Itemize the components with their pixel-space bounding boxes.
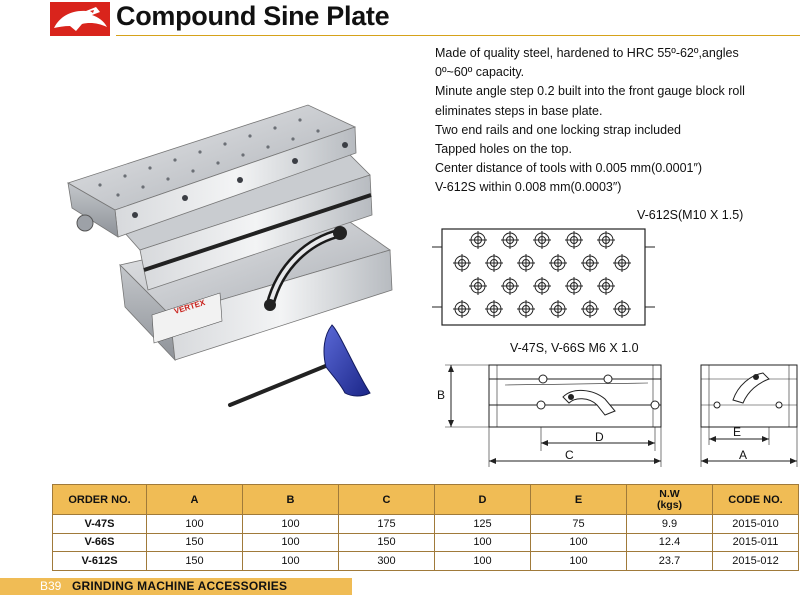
cell-nw: 12.4 xyxy=(626,532,713,552)
dim-a-label: A xyxy=(739,448,747,462)
cell-e: 75 xyxy=(530,514,627,534)
col-e: E xyxy=(530,484,627,515)
top-view-diagram xyxy=(432,228,655,326)
sine-plate-photo: VERTEX xyxy=(67,104,393,407)
product-description: Made of quality steel, hardened to HRC 5… xyxy=(435,44,797,198)
table-row: V-66S 150 100 150 100 100 12.4 2015-011 xyxy=(52,532,799,552)
cell-c: 300 xyxy=(338,551,435,571)
table-row: V-47S 100 100 175 125 75 9.9 2015-010 xyxy=(52,514,799,534)
page-title: Compound Sine Plate xyxy=(116,1,390,31)
dim-b-label: B xyxy=(437,388,445,402)
cell-order: V-47S xyxy=(52,514,147,534)
eagle-logo-icon xyxy=(50,2,110,36)
cell-code: 2015-011 xyxy=(712,532,799,552)
cell-e: 100 xyxy=(530,532,627,552)
cell-code: 2015-012 xyxy=(712,551,799,571)
table-header-row: ORDER NO. A B C D E N.W (kgs) CODE NO. xyxy=(52,484,799,515)
cell-a: 150 xyxy=(146,532,243,552)
col-c: C xyxy=(338,484,435,515)
col-nw-label: N.W xyxy=(659,487,680,500)
col-b: B xyxy=(242,484,339,515)
top-view-label: V-612S(M10 X 1.5) xyxy=(637,208,744,222)
col-nw-unit: (kgs) xyxy=(656,498,683,511)
cell-d: 100 xyxy=(434,532,531,552)
cell-order: V-66S xyxy=(52,532,147,552)
cell-nw: 9.9 xyxy=(626,514,713,534)
description-line: Center distance of tools with 0.005 mm(0… xyxy=(435,161,703,176)
col-code-no: CODE NO. xyxy=(712,484,799,515)
page-header: Compound Sine Plate xyxy=(0,0,800,40)
cell-e: 100 xyxy=(530,551,627,571)
cell-d: 100 xyxy=(434,551,531,571)
description-line: V-612S within 0.008 mm(0.0003″) xyxy=(435,180,622,195)
cell-d: 125 xyxy=(434,514,531,534)
side-view-diagram: B D C E A xyxy=(437,364,798,467)
spec-table: ORDER NO. A B C D E N.W (kgs) CODE NO. V… xyxy=(52,484,799,571)
cell-nw: 23.7 xyxy=(626,551,713,571)
col-nw: N.W (kgs) xyxy=(626,484,713,515)
footer-bar xyxy=(0,578,352,595)
col-d: D xyxy=(434,484,531,515)
page-number: B39 xyxy=(40,579,62,593)
description-line: Tapped holes on the top. xyxy=(435,142,572,157)
cell-order: V-612S xyxy=(52,551,147,571)
section-title: GRINDING MACHINE ACCESSORIES xyxy=(72,579,288,593)
col-order-no: ORDER NO. xyxy=(52,484,147,515)
cell-a: 150 xyxy=(146,551,243,571)
cell-b: 100 xyxy=(242,514,339,534)
description-line: Two end rails and one locking strap incl… xyxy=(435,122,681,137)
description-line: eliminates steps in base plate. xyxy=(435,103,603,118)
cell-b: 100 xyxy=(242,551,339,571)
title-rule xyxy=(116,35,800,36)
dim-c-label: C xyxy=(565,448,574,462)
description-line: Minute angle step 0.2 built into the fro… xyxy=(435,84,745,99)
col-a: A xyxy=(146,484,243,515)
cell-code: 2015-010 xyxy=(712,514,799,534)
dim-d-label: D xyxy=(595,430,604,444)
side-view-label: V-47S, V-66S M6 X 1.0 xyxy=(510,341,639,355)
description-line: Made of quality steel, hardened to HRC 5… xyxy=(435,46,739,60)
cell-c: 175 xyxy=(338,514,435,534)
table-row: V-612S 150 100 300 100 100 23.7 2015-012 xyxy=(52,551,799,571)
description-line: 0º~60º capacity. xyxy=(435,65,525,80)
cell-b: 100 xyxy=(242,532,339,552)
dim-e-label: E xyxy=(733,425,741,439)
cell-c: 150 xyxy=(338,532,435,552)
cell-a: 100 xyxy=(146,514,243,534)
